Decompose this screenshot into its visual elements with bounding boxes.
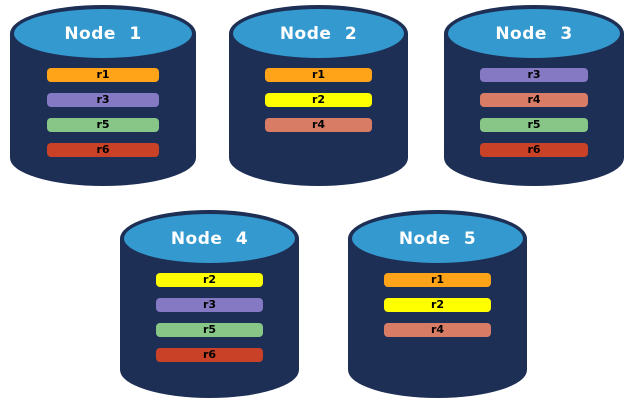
cylinder-top-ellipse: Node 2 <box>229 5 408 62</box>
replica-bar-r3: r3 <box>155 298 264 312</box>
replica-list: r2 r3 r5 r6 <box>120 273 299 362</box>
node-cylinder-1: Node 1 r1 r3 r5 r6 <box>10 5 196 186</box>
replica-bar-r6: r6 <box>480 143 588 157</box>
node-title: Node 3 <box>495 23 573 44</box>
cylinder-bottom <box>348 342 527 398</box>
replica-bar-r1: r1 <box>47 68 159 82</box>
replica-bar-r6: r6 <box>47 143 159 157</box>
replica-list: r1 r2 r4 <box>348 273 527 337</box>
replica-list: r1 r2 r4 <box>229 68 408 132</box>
replica-bar-r1: r1 <box>383 273 492 287</box>
cylinder-top-ellipse: Node 3 <box>444 5 624 62</box>
node-title: Node 2 <box>279 23 358 44</box>
replica-bar-r3: r3 <box>47 93 159 107</box>
node-cylinder-4: Node 4 r2 r3 r5 r6 <box>120 210 299 398</box>
replica-bar-r2: r2 <box>155 273 264 287</box>
node-cylinder-3: Node 3 r3 r4 r5 r6 <box>444 5 624 186</box>
replica-bar-r2: r2 <box>383 298 492 312</box>
cylinder-top-ellipse: Node 5 <box>348 210 527 267</box>
replica-bar-r5: r5 <box>480 118 588 132</box>
cylinder-bottom <box>10 130 196 186</box>
cylinder-top-ellipse: Node 4 <box>120 210 299 267</box>
replica-bar-r5: r5 <box>47 118 159 132</box>
node-cylinder-2: Node 2 r1 r2 r4 <box>229 5 408 186</box>
replica-bar-r1: r1 <box>264 68 373 82</box>
cylinder-top-ellipse: Node 1 <box>10 5 196 62</box>
node-title: Node 1 <box>64 23 142 44</box>
node-title: Node 5 <box>398 228 477 249</box>
cylinder-bottom <box>229 130 408 186</box>
replica-bar-r6: r6 <box>155 348 264 362</box>
node-title: Node 4 <box>170 228 249 249</box>
cylinder-bottom <box>444 130 624 186</box>
replica-bar-r4: r4 <box>383 323 492 337</box>
node-cylinder-5: Node 5 r1 r2 r4 <box>348 210 527 398</box>
replica-bar-r5: r5 <box>155 323 264 337</box>
replica-bar-r3: r3 <box>480 68 588 82</box>
replica-list: r3 r4 r5 r6 <box>444 68 624 157</box>
replica-bar-r2: r2 <box>264 93 373 107</box>
replica-list: r1 r3 r5 r6 <box>10 68 196 157</box>
replica-bar-r4: r4 <box>480 93 588 107</box>
replica-bar-r4: r4 <box>264 118 373 132</box>
